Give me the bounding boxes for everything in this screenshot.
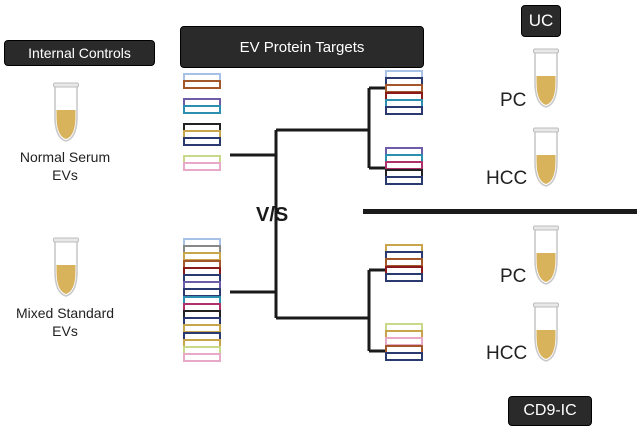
protein-swatch xyxy=(183,105,221,115)
tube-ic-pc xyxy=(532,225,560,285)
bracket-lines xyxy=(230,86,385,353)
tube-mixed-standard xyxy=(52,237,80,297)
protein-swatch xyxy=(183,137,221,147)
protein-swatch xyxy=(385,175,423,185)
uc-hcc-label: HCC xyxy=(486,168,528,189)
tube-uc-pc xyxy=(532,48,560,108)
normal-serum-label: Normal Serum EVs xyxy=(0,148,130,184)
internal-controls-label: Internal Controls xyxy=(4,40,155,66)
ic-pc-label: PC xyxy=(500,266,527,287)
cd9-ic-label: CD9-IC xyxy=(508,396,592,426)
normal-serum-line2: EVs xyxy=(52,167,78,183)
mixed-standard-line1: Mixed Standard xyxy=(15,305,115,321)
tube-normal-serum xyxy=(52,82,80,142)
protein-swatch xyxy=(385,272,423,282)
mixed-standard-line2: EVs xyxy=(52,323,78,339)
tube-uc-hcc xyxy=(532,127,560,187)
vs-label: V/S xyxy=(256,204,289,226)
ic-hcc-label: HCC xyxy=(486,343,528,364)
normal-serum-line1: Normal Serum xyxy=(19,149,111,165)
tube-ic-hcc xyxy=(532,302,560,362)
protein-swatch xyxy=(183,353,221,363)
uc-pc-label: PC xyxy=(500,90,527,111)
protein-swatch xyxy=(183,162,221,172)
uc-label: UC xyxy=(521,5,561,37)
mixed-standard-label: Mixed Standard EVs xyxy=(0,304,130,340)
protein-swatch xyxy=(183,80,221,90)
section-divider xyxy=(363,209,637,214)
protein-swatch xyxy=(385,106,423,115)
protein-swatch xyxy=(385,351,423,361)
ev-protein-targets-label: EV Protein Targets xyxy=(180,26,424,68)
